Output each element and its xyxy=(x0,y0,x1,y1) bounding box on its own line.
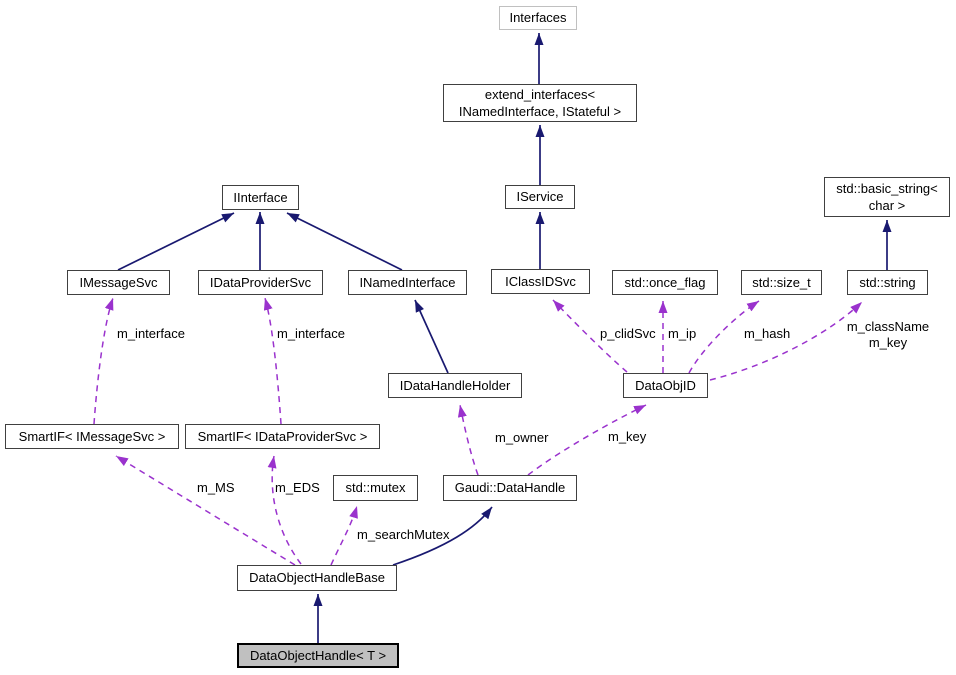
node-extend-interfaces[interactable]: extend_interfaces< INamedInterface, ISta… xyxy=(443,84,637,122)
node-std-size-t[interactable]: std::size_t xyxy=(741,270,822,295)
edge-label-m-searchmutex: m_searchMutex xyxy=(357,527,450,542)
node-iservice[interactable]: IService xyxy=(505,185,575,209)
edge-dataobjecthandlebase-smartifeds xyxy=(267,455,302,565)
edge-label-m-ms: m_MS xyxy=(197,480,235,495)
edge-label-m-interface-left: m_interface xyxy=(117,326,185,341)
edge-label-m-interface-right: m_interface xyxy=(277,326,345,341)
node-dataobjid[interactable]: DataObjID xyxy=(623,373,708,398)
edge-gaudidatahandle-idatahandleholder xyxy=(457,404,479,476)
edge-dataobjid-stdstring xyxy=(709,301,863,381)
node-interfaces[interactable]: Interfaces xyxy=(499,6,577,30)
node-dataobjecthandle-t: DataObjectHandle< T > xyxy=(237,643,399,668)
edge-label-m-classname-m-key: m_className m_key xyxy=(846,319,930,350)
edge-label-p-clidsvc: p_clidSvc xyxy=(600,326,656,341)
edge-dataobjid-sizet xyxy=(688,300,760,374)
node-gaudi-datahandle[interactable]: Gaudi::DataHandle xyxy=(443,475,577,501)
node-imessagesvc[interactable]: IMessageSvc xyxy=(67,270,170,295)
node-iclassidsvc[interactable]: IClassIDSvc xyxy=(491,269,590,294)
node-std-basic-string[interactable]: std::basic_string< char > xyxy=(824,177,950,217)
node-std-once-flag[interactable]: std::once_flag xyxy=(612,270,718,295)
edge-label-m-ip: m_ip xyxy=(668,326,697,341)
edge-dataobjecthandlebase-stdmutex xyxy=(330,505,358,566)
node-std-mutex[interactable]: std::mutex xyxy=(333,475,418,501)
edge-dataobjid-iclassidsvc xyxy=(552,299,628,373)
node-iinterface[interactable]: IInterface xyxy=(222,185,299,210)
edge-smartifeds-idataprovidersvc xyxy=(263,297,282,425)
edge-gaudidatahandle-dataobjid xyxy=(527,404,647,476)
node-smartif-idataprovidersvc[interactable]: SmartIF< IDataProviderSvc > xyxy=(185,424,380,449)
node-dataobjecthandlebase[interactable]: DataObjectHandleBase xyxy=(237,565,397,591)
edge-inamedinterface-iinterface xyxy=(286,212,403,271)
edge-dataobjecthandlebase-smartifms xyxy=(115,455,296,566)
edge-label-m-key: m_key xyxy=(608,429,647,444)
node-idatahandleholder[interactable]: IDataHandleHolder xyxy=(388,373,522,398)
edge-idatahandleholder-inamedinterface xyxy=(414,299,449,374)
edge-label-m-hash: m_hash xyxy=(744,326,791,341)
edge-imessagesvc-iinterface xyxy=(117,212,235,271)
node-idataprovidersvc[interactable]: IDataProviderSvc xyxy=(198,270,323,295)
node-std-string[interactable]: std::string xyxy=(847,270,928,295)
edge-label-m-eds: m_EDS xyxy=(275,480,320,495)
node-inamedinterface[interactable]: INamedInterface xyxy=(348,270,467,295)
edge-label-m-owner: m_owner xyxy=(495,430,549,445)
edge-smartifms-imessagesvc xyxy=(93,297,114,425)
node-smartif-imessagesvc[interactable]: SmartIF< IMessageSvc > xyxy=(5,424,179,449)
edge-dataobjecthandlebase-gaudidatahandle xyxy=(392,506,493,566)
